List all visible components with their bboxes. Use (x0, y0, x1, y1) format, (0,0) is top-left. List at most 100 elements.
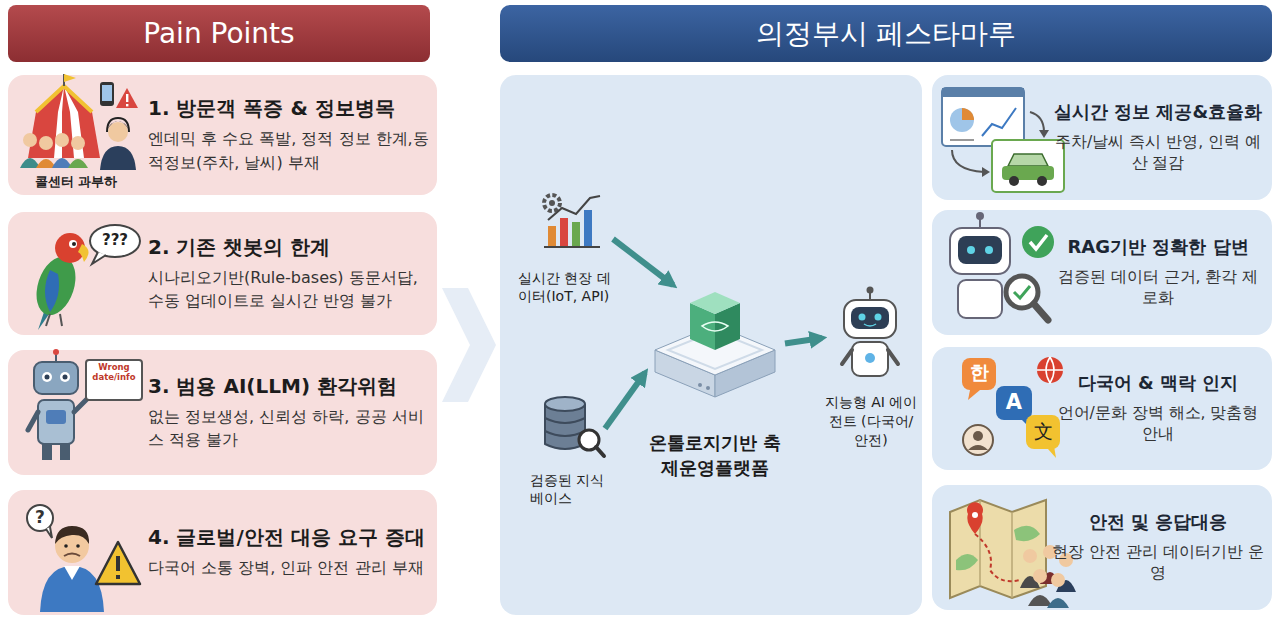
map-crowd-icon (967, 502, 983, 534)
node-title: Pain Points (143, 17, 294, 50)
node-title: 2. 기존 챗봇의 한계 (148, 235, 429, 260)
festival-icon (107, 118, 129, 132)
parrot-icon (69, 240, 77, 248)
festival-icon (71, 136, 85, 150)
map-crowd-icon (1023, 549, 1037, 563)
rag-robot-icon (1030, 235, 1047, 249)
person-warning-icon (46, 527, 52, 538)
data-chart-icon (548, 226, 556, 246)
dashboard-car-icon (942, 88, 1024, 97)
node-body: 다국어 소통 장벽, 인파 안전 관리 부재 (148, 556, 429, 579)
database-icon (596, 447, 604, 456)
icon-label: A (996, 390, 1032, 415)
rag-robot-icon (1034, 304, 1048, 320)
data-chart-icon (544, 195, 600, 247)
data-chart-icon (584, 210, 592, 246)
robot-icon (46, 410, 66, 424)
dashboard-car-icon (942, 88, 1024, 146)
node-body: 검증된 데이터 근거, 환각 제로화 (1052, 267, 1264, 310)
robot-icon (28, 412, 38, 430)
dashboard-car-icon (962, 108, 974, 120)
parrot-icon (45, 270, 59, 312)
map-crowd-icon (956, 554, 978, 570)
pain-point-box: 3. 범용 AI(LLM) 환각위험없는 정보생성, 신뢰성 하락, 공공 서비… (8, 350, 437, 475)
map-crowd-icon (1011, 512, 1013, 598)
festival-icon (23, 133, 37, 147)
rag-robot-icon (950, 228, 1010, 274)
rag-robot-icon (950, 212, 1054, 320)
agent-robot-icon (844, 300, 896, 338)
rag-robot-icon (1022, 226, 1054, 258)
robot-icon (34, 362, 78, 394)
parrot-icon (72, 242, 76, 246)
dashboard-car-icon (942, 88, 1064, 192)
person-warning-icon (76, 544, 80, 548)
rag-robot-icon (976, 212, 984, 220)
platform-icon (702, 322, 728, 331)
node-body: 없는 정보생성, 신뢰성 하락, 공공 서비스 적용 불가 (148, 405, 429, 451)
icon-label: ? (31, 507, 49, 527)
node-body: 주차/날씨 즉시 반영, 인력 예산 절감 (1052, 132, 1264, 175)
node-title: 온톨로지기반 축제운영플랫폼 (645, 431, 785, 480)
dashboard-car-icon (1039, 130, 1049, 138)
data-chart-icon (560, 218, 568, 246)
node-body: 현장 안전 관리 데이터기반 운영 (1052, 542, 1264, 585)
platform-icon (698, 383, 702, 387)
agent-robot-icon (851, 307, 889, 329)
festival-icon (68, 159, 88, 168)
header-band: Pain Points (8, 5, 430, 62)
flow-connector (613, 239, 673, 285)
feature-box: 안전 및 응답대응현장 안전 관리 데이터기반 운영 (932, 485, 1272, 610)
platform-icon (655, 292, 775, 397)
pain-point-box: 2. 기존 챗봇의 한계시나리오기반(Rule-bases) 동문서답, 수동 … (8, 212, 437, 335)
icon-label: Wrong date/info (87, 362, 141, 382)
festival-icon (116, 88, 138, 108)
flow-connector (785, 338, 822, 344)
dashboard-car-icon (1030, 112, 1044, 132)
node-title: 4. 글로벌/안전 대응 요구 증대 (148, 525, 429, 550)
robot-icon (60, 372, 70, 382)
header-band: 의정부시 페스타마루 (500, 5, 1272, 62)
node-title: 검증된 지식베이스 (530, 471, 605, 507)
language-icon (996, 386, 1032, 420)
node-title: 지능형 AI 에이전트 (다국어/안전) (822, 393, 920, 450)
map-crowd-icon (1033, 569, 1047, 583)
feature-box: 실시간 정보 제공&효율화주차/날씨 즉시 반영, 인력 예산 절감 (932, 75, 1272, 200)
node-title: 안전 및 응답대응 (1052, 510, 1264, 533)
node-title: 다국어 & 맥락 인지 (1052, 371, 1264, 394)
node-title: 3. 범용 AI(LLM) 환각위험 (148, 374, 429, 399)
robot-icon (63, 375, 68, 380)
robot-icon (28, 349, 142, 460)
agent-robot-icon (875, 314, 882, 321)
map-crowd-icon (1051, 573, 1065, 587)
platform-panel (500, 75, 922, 615)
agent-robot-icon (865, 353, 875, 363)
node-title: 실시간 정보 제공&효율화 (1052, 100, 1264, 123)
person-warning-icon (64, 554, 80, 557)
node-body: 언어/문화 장벽 해소, 맞춤형 안내 (1052, 403, 1264, 446)
platform-icon (690, 292, 740, 314)
festival-icon (36, 86, 92, 112)
person-warning-icon (64, 566, 80, 580)
map-crowd-icon (1047, 598, 1069, 608)
node-icon (8, 490, 437, 615)
person-warning-icon (27, 505, 140, 612)
dashboard-car-icon (1008, 154, 1048, 166)
database-icon (545, 397, 604, 456)
platform-icon (706, 386, 710, 390)
platform-node: 온톨로지기반 축제운영플랫폼 (645, 285, 785, 480)
dashboard-car-icon (1037, 176, 1047, 186)
parrot-icon (78, 244, 89, 262)
person-warning-icon (55, 526, 89, 544)
robot-icon (45, 375, 50, 380)
parrot-icon (46, 314, 50, 326)
database-icon (545, 418, 585, 436)
map-crowd-icon (975, 534, 1020, 581)
agent-node: 지능형 AI 에이전트 (다국어/안전) (822, 290, 920, 450)
flow-arrow (442, 288, 496, 402)
festival-icon (126, 104, 128, 106)
agent-robot-icon (864, 324, 876, 326)
language-icon (968, 390, 980, 400)
robot-icon (42, 372, 52, 382)
festival-icon (108, 122, 128, 142)
